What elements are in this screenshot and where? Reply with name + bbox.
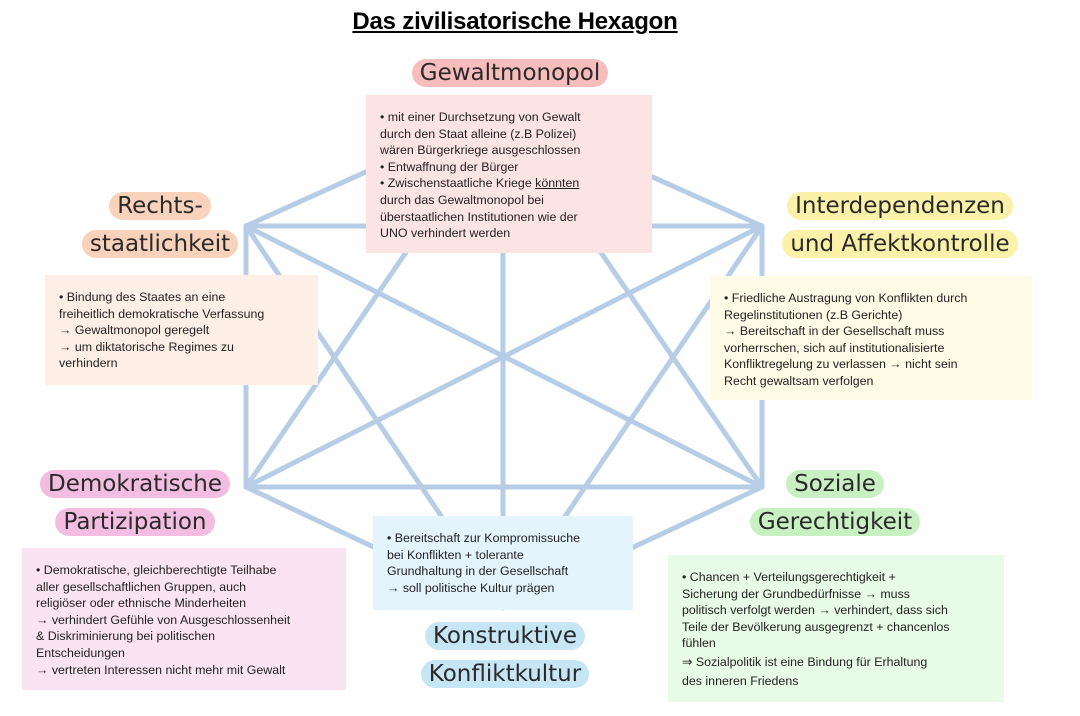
page-title: Das zivilisatorische Hexagon: [352, 8, 678, 35]
box-rechtsstaatlichkeit: • Bindung des Staates an eine freiheitli…: [45, 275, 318, 385]
box-interdependenzen: • Friedliche Austragung von Konflikten d…: [710, 276, 1032, 400]
heading-demokratische-partizipation: Demokratische Partizipation: [20, 465, 250, 541]
box-gewaltmonopol: • mit einer Durchsetzung von Gewalt durc…: [366, 95, 652, 253]
heading-konfliktkultur: Konstruktive Konfliktkultur: [390, 617, 620, 693]
heading-interdependenzen: Interdependenzen und Affektkontrolle: [762, 187, 1038, 263]
diag-rt-lb: [243, 223, 765, 490]
heading-rechtsstaatlichkeit: Rechts- staatlichkeit: [40, 187, 280, 263]
heading-gewaltmonopol: Gewaltmonopol: [360, 54, 660, 92]
box-soziale-gerechtigkeit: • Chancen + Verteilungsgerechtigkeit + S…: [668, 555, 1004, 702]
heading-soziale-gerechtigkeit: Soziale Gerechtigkeit: [730, 465, 940, 541]
box-demokratische-partizipation: • Demokratische, gleichberechtigte Teilh…: [22, 548, 346, 690]
box-konfliktkultur: • Bereitschaft zur Kompromissuche bei Ko…: [373, 516, 633, 610]
